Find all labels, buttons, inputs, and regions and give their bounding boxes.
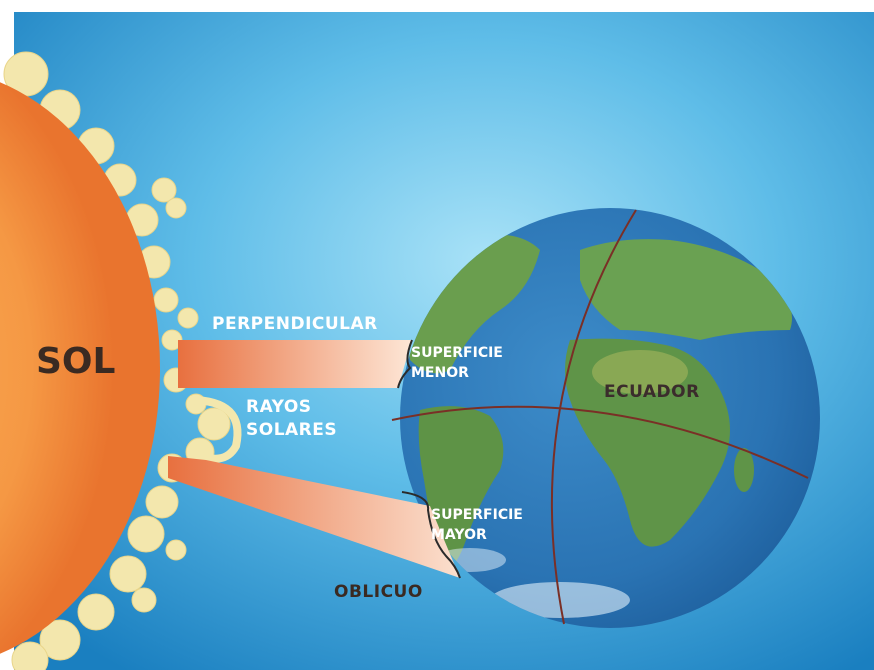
land-europe — [580, 239, 792, 340]
perpendicular-label: PERPENDICULAR — [212, 314, 378, 334]
meridian-line — [550, 209, 637, 625]
oblique-ray — [168, 456, 460, 578]
corona-loop — [189, 396, 242, 463]
perpendicular-ray — [178, 340, 412, 388]
equator-label: ECUADOR — [604, 382, 700, 402]
larger-surface-label: SUPERFICIE MAYOR — [431, 505, 523, 546]
solar-rays-label-line2: SOLARES — [246, 419, 338, 440]
solar-rays-label: RAYOS SOLARES — [246, 396, 337, 442]
smaller-surface-label: SUPERFICIE MENOR — [411, 343, 503, 384]
smaller-surface-label-line1: SUPERFICIE — [411, 345, 503, 361]
land-south-america — [418, 406, 504, 567]
earth-globe — [391, 208, 820, 628]
larger-surface-label-line2: MAYOR — [431, 527, 487, 544]
small-surface-bracket — [397, 339, 413, 389]
oblique-label: OBLICUO — [334, 582, 423, 602]
solar-rays-label-line1: RAYOS — [246, 397, 312, 417]
land-africa — [565, 338, 730, 547]
sun-disc — [0, 82, 160, 654]
equator-line — [391, 405, 809, 479]
smaller-surface-label-line2: MENOR — [411, 365, 469, 382]
larger-surface-label-line1: SUPERFICIE — [431, 507, 523, 523]
sun-label: SOL — [36, 341, 116, 382]
large-surface-bracket — [401, 491, 461, 579]
land-madagascar — [734, 448, 754, 492]
